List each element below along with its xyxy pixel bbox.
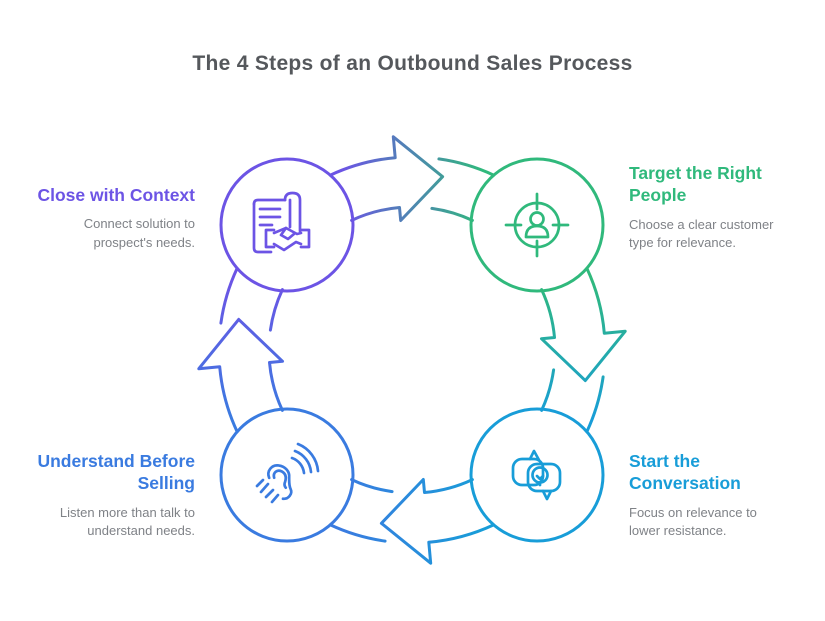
chat-lightbulb-icon (511, 449, 562, 501)
step-description-conversation: Focus on relevance to lower resistance. (629, 504, 757, 538)
step-ring-close (219, 157, 355, 293)
step-node-conversation (469, 407, 605, 543)
step-text-target: Target the Right People Choose a clear c… (629, 162, 799, 252)
arrow-tail-band-3 (219, 266, 284, 332)
step-title-conversation: Start the Conversation (629, 451, 741, 494)
arrow-tail-band-1 (540, 368, 605, 434)
step-ring-conversation (469, 407, 605, 543)
step-title-close: Close with Context (37, 185, 195, 205)
step-node-understand (219, 407, 355, 543)
step-text-understand: Understand Before Selling Listen more th… (10, 450, 195, 540)
page-title: The 4 Steps of an Outbound Sales Process (192, 52, 633, 75)
arrow-head-band-3 (197, 317, 284, 434)
step-ring-understand (219, 407, 355, 543)
step-node-close (219, 157, 355, 293)
cycle-nodes (219, 157, 605, 543)
step-title-target: Target the Right People (629, 163, 762, 206)
arrow-head-band-2 (379, 478, 496, 565)
step-text-conversation: Start the Conversation Focus on relevanc… (629, 450, 789, 540)
arrow-tail-band-2 (328, 478, 394, 543)
step-node-target (469, 157, 605, 293)
step-title-understand: Understand Before Selling (37, 451, 195, 494)
step-text-close: Close with Context Connect solution to p… (25, 184, 195, 252)
arrow-head-band-0 (328, 135, 445, 222)
arrow-head-band-1 (540, 266, 627, 383)
step-ring-target (469, 157, 605, 293)
step-description-target: Choose a clear customer type for relevan… (629, 216, 774, 250)
contract-handshake-icon (252, 191, 311, 254)
listening-ear-icon (255, 442, 320, 504)
step-description-close: Connect solution to prospect's needs. (83, 216, 195, 250)
person-target-icon (504, 192, 570, 258)
arrow-tail-band-0 (430, 157, 496, 222)
step-description-understand: Listen more than talk to understand need… (59, 504, 195, 538)
